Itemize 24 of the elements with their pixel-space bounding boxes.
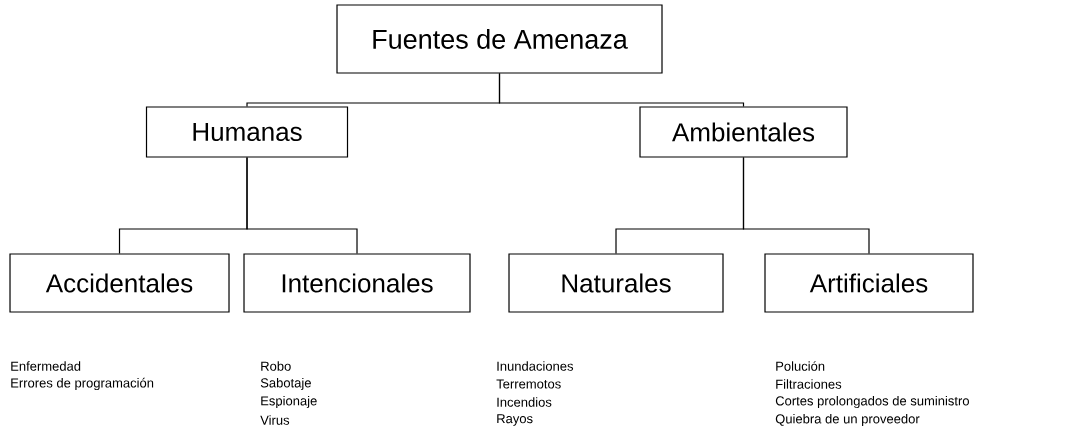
list-item: Sabotaje [260, 377, 311, 391]
list-item: Enfermedad [11, 361, 81, 371]
list-item: Virus [260, 415, 290, 425]
list-item: Incendios [497, 397, 552, 407]
list-item: Terremotos [496, 379, 561, 389]
connector [246, 157, 358, 254]
box: Ambientales [639, 106, 848, 158]
box: Artificiales [764, 253, 974, 313]
connector [498, 73, 745, 107]
list-item: Inundaciones [497, 361, 574, 371]
list-item: Espionaje [261, 395, 317, 409]
list-item: Cortes prolongados de suministro [775, 395, 969, 409]
list-item: Quiebra de un proveedor [775, 413, 920, 427]
box: Naturales [508, 253, 724, 313]
list-item: Errores de programación [11, 377, 154, 391]
connector [742, 157, 870, 254]
list-item: Polución [776, 361, 825, 371]
list-item: Filtraciones [776, 379, 842, 389]
box: Intencionales [243, 253, 471, 313]
box: Humanas [145, 106, 349, 158]
box: Accidentales [9, 253, 230, 313]
list-item: Robo [261, 361, 291, 371]
box: Fuentes de Amenaza [336, 4, 663, 74]
list-item: Rayos [497, 414, 533, 426]
